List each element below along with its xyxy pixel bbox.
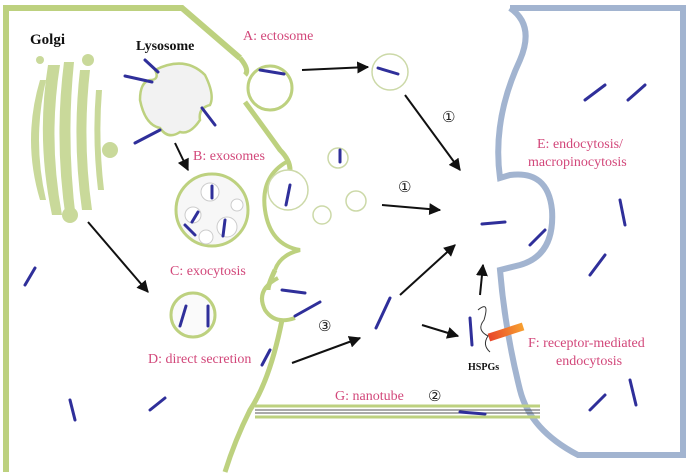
endocytosis-label: E: endocytosis/: [537, 137, 623, 152]
golgi-apparatus: [31, 54, 118, 223]
direct-secretion-label: D: direct secretion: [148, 352, 251, 367]
macropinocytosis-label: macropinocytosis: [528, 155, 627, 170]
nanotube-label: G: nanotube: [335, 389, 404, 404]
exocytosis-bulge: [260, 276, 296, 323]
pathway-number-3: ③: [318, 317, 331, 335]
exosome-release-bulge: [262, 158, 301, 271]
hspgs-label: HSPGs: [468, 362, 499, 373]
ectosome-bud: [246, 64, 294, 112]
left-cell-membrane: [3, 5, 242, 472]
golgi-label: Golgi: [30, 32, 65, 48]
left-cell-edge: [222, 56, 293, 473]
lysosome: [138, 62, 213, 137]
nanotube: [255, 404, 540, 419]
pathway-arrows: [87, 61, 488, 364]
exosomes-label: B: exosomes: [193, 149, 265, 164]
receptor-endocytosis-label: endocytosis: [556, 354, 622, 369]
pathway-number-1-mid: ①: [398, 178, 411, 196]
secretion-vesicle: [169, 291, 217, 339]
hspg-chain: [477, 306, 491, 353]
protein-fibrils: [23, 58, 647, 422]
pathway-number-2: ②: [428, 387, 441, 405]
lysosome-label: Lysosome: [136, 39, 194, 54]
exocytosis-label: C: exocytosis: [170, 264, 246, 279]
ectosome-label: A: ectosome: [243, 29, 313, 44]
receptor-mediated-label: F: receptor-mediated: [528, 336, 645, 351]
multivesicular-body: [174, 172, 250, 248]
right-cell-membrane: [495, 5, 686, 458]
pathway-number-1-top: ①: [442, 108, 455, 126]
receptor: [487, 322, 525, 342]
